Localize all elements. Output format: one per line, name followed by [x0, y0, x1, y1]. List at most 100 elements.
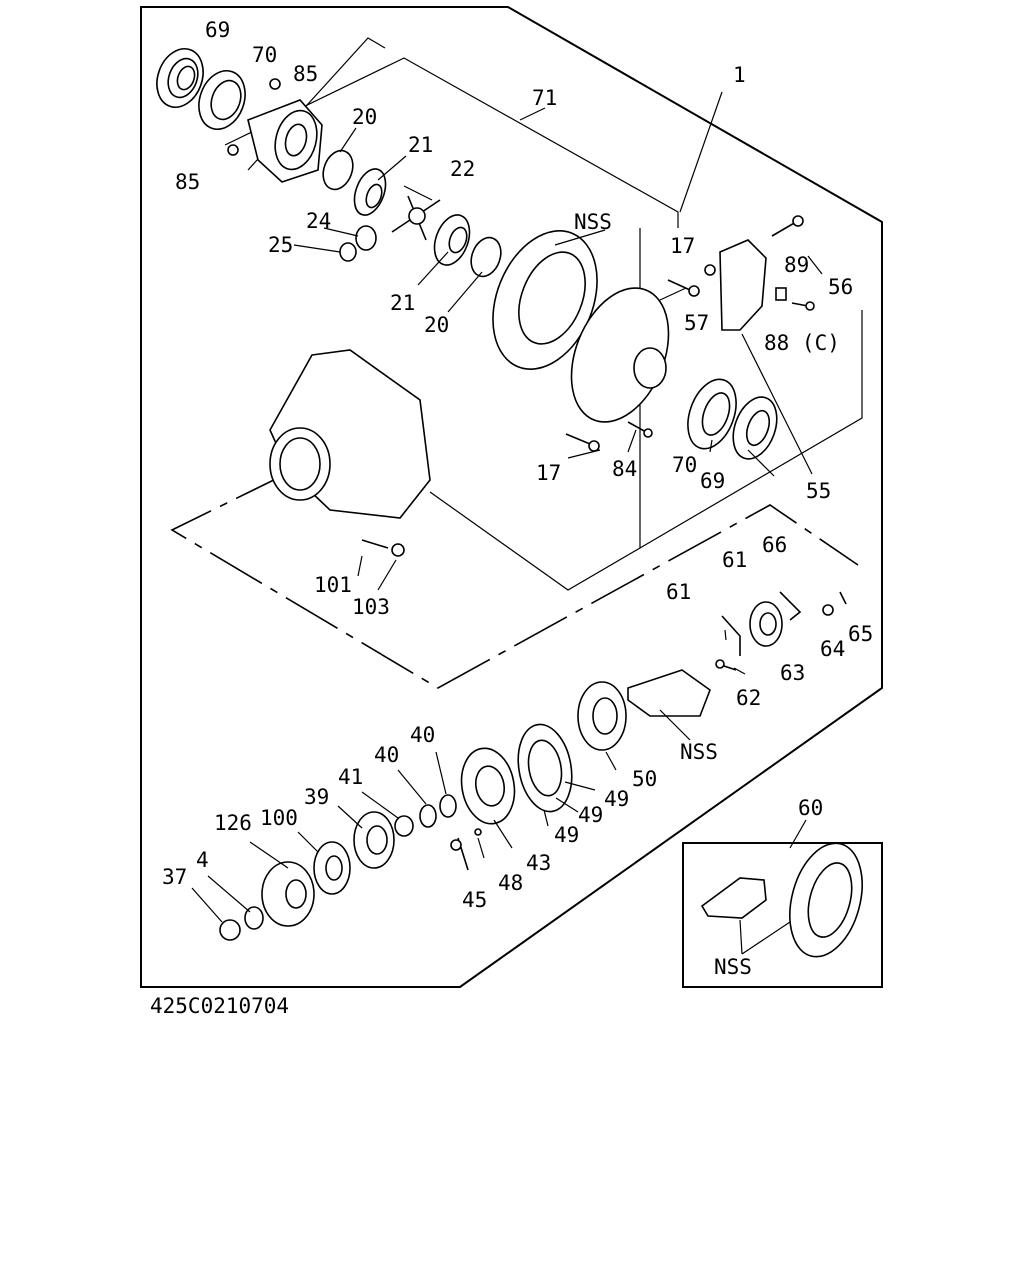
bolt-89 — [791, 301, 815, 311]
part-label-69: 69 — [700, 469, 725, 493]
washer-25 — [339, 242, 357, 262]
stud-101 — [361, 539, 389, 549]
part-label-40: 40 — [374, 743, 399, 767]
part-label-70: 70 — [252, 43, 277, 67]
flange-126 — [261, 861, 315, 927]
part-label-64: 64 — [820, 637, 845, 661]
bearing-retainer-43 — [460, 747, 516, 825]
part-label-56: 56 — [828, 275, 853, 299]
part-label-63: 63 — [780, 661, 805, 685]
main-assembly-frame — [140, 6, 883, 988]
part-label-126: 126 — [214, 811, 252, 835]
nut-57 — [704, 264, 716, 276]
bearing-70-lower — [687, 378, 737, 450]
part-label-103: 103 — [352, 595, 390, 619]
bearing-70-upper — [198, 70, 246, 130]
carrier-housing — [269, 349, 431, 519]
part-label-39: 39 — [304, 785, 329, 809]
part-label-nss: NSS — [574, 210, 612, 234]
nut-85-top — [269, 78, 281, 90]
part-label-45: 45 — [462, 888, 487, 912]
part-label-17: 17 — [536, 461, 561, 485]
adjuster-69-lower — [732, 396, 778, 460]
bolt-84 — [627, 421, 653, 438]
washer-48 — [474, 828, 482, 836]
part-label-101: 101 — [314, 573, 352, 597]
part-label-84: 84 — [612, 457, 637, 481]
bearing-39 — [353, 811, 395, 869]
bearing-50 — [577, 681, 627, 751]
pinion-shaft — [627, 669, 711, 717]
bolt-17-upper — [667, 279, 700, 297]
part-label-88: 88 (C) — [764, 331, 840, 355]
bearing-69-upper — [156, 48, 204, 108]
part-label-50: 50 — [632, 767, 657, 791]
part-label-100: 100 — [260, 806, 298, 830]
carrier-dash-outline — [170, 471, 859, 689]
part-label-4: 4 — [196, 848, 209, 872]
part-label-61: 61 — [666, 580, 691, 604]
seal-100 — [313, 841, 351, 895]
nut-37 — [219, 919, 241, 941]
pinion-24 — [355, 225, 377, 251]
part-label-49: 49 — [554, 823, 579, 847]
lock-plate-88 — [775, 287, 787, 301]
part-label-62: 62 — [736, 686, 761, 710]
side-gear-21-lower — [433, 214, 471, 266]
spacer-40-a — [439, 794, 457, 818]
washer-41 — [394, 815, 414, 837]
part-label-60: 60 — [798, 796, 823, 820]
bolt-17-lower — [565, 433, 600, 452]
leader-lines — [191, 91, 823, 955]
nut-103 — [391, 543, 405, 557]
inset-ring-pinion-set-box — [682, 842, 883, 988]
part-label-57: 57 — [684, 311, 709, 335]
part-label-40: 40 — [410, 723, 435, 747]
side-gear-21-upper — [353, 168, 387, 216]
washer-4 — [244, 906, 264, 930]
part-label-25: 25 — [268, 233, 293, 257]
diagram-code: 425C0210704 — [150, 994, 289, 1018]
pin-65 — [839, 591, 847, 605]
inset-ring-gear — [789, 842, 863, 958]
nut-64 — [822, 604, 834, 616]
spider-22 — [391, 195, 441, 241]
part-label-49: 49 — [604, 787, 629, 811]
part-label-70: 70 — [672, 453, 697, 477]
plate-61-upper — [779, 591, 802, 621]
part-label-37: 37 — [162, 865, 187, 889]
part-label-55: 55 — [806, 479, 831, 503]
bolt-45 — [450, 837, 469, 871]
differential-housing — [570, 287, 670, 423]
shim-49 — [517, 723, 573, 813]
bolt-56 — [771, 215, 804, 237]
part-label-85: 85 — [293, 62, 318, 86]
part-label-nss: NSS — [680, 740, 718, 764]
bearing-63 — [749, 601, 783, 647]
group-55-bracket — [639, 310, 863, 549]
group-71-bracket — [224, 57, 679, 228]
nut-85-side — [227, 144, 239, 156]
part-label-24: 24 — [306, 209, 331, 233]
part-label-21: 21 — [390, 291, 415, 315]
washer-20-upper — [322, 149, 354, 191]
part-label-nss: NSS — [714, 955, 752, 979]
part-label-41: 41 — [338, 765, 363, 789]
part-label-69: 69 — [205, 18, 230, 42]
inset-pinion — [700, 877, 767, 919]
part-label-61: 61 — [722, 548, 747, 572]
bolt-62 — [715, 659, 737, 671]
washer-20-lower — [470, 236, 502, 278]
part-label-20: 20 — [352, 105, 377, 129]
part-label-21: 21 — [408, 133, 433, 157]
part-label-85: 85 — [175, 170, 200, 194]
part-label-66: 66 — [762, 533, 787, 557]
part-label-48: 48 — [498, 871, 523, 895]
part-label-22: 22 — [450, 157, 475, 181]
part-label-49: 49 — [578, 803, 603, 827]
part-label-71: 71 — [532, 86, 557, 110]
part-label-1: 1 — [733, 63, 746, 87]
part-label-89: 89 — [784, 253, 809, 277]
part-label-43: 43 — [526, 851, 551, 875]
